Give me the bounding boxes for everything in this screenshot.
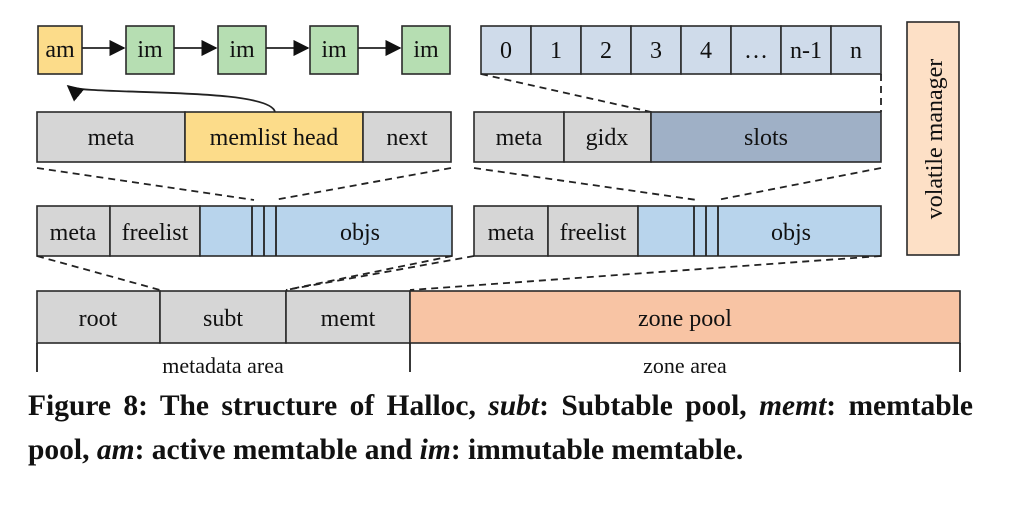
figure-caption: Figure 8: The structure of Halloc, subt:…: [28, 390, 973, 466]
block-freelist-label: freelist: [560, 220, 627, 246]
immutable-memtable-label: im: [321, 37, 347, 63]
block-freelist-label: freelist: [122, 220, 189, 246]
subtable-meta-label: meta: [496, 125, 543, 151]
slot-index: 2: [600, 38, 612, 64]
subtable-gidx-label: gidx: [586, 125, 629, 151]
expand-line: [36, 255, 161, 291]
expand-line: [273, 167, 452, 201]
immutable-memtable-label: im: [137, 37, 163, 63]
immutable-memtable-label: im: [229, 37, 255, 63]
immutable-memtable: [309, 25, 359, 75]
memtable-chain: am im im im im: [37, 25, 451, 75]
slot-array: 0 1 2 3 4 … n-1 n: [480, 25, 882, 75]
slot-index: n: [850, 38, 862, 64]
expand-line: [285, 255, 453, 291]
expand-line: [36, 167, 255, 201]
metadata-area-label: metadata area: [162, 353, 284, 378]
subtable-struct: meta gidx slots: [473, 111, 882, 163]
subtable-block: meta freelist objs: [473, 205, 882, 257]
subtable-slots-label: slots: [744, 125, 788, 151]
expand-line: [716, 167, 882, 201]
slot-index: 3: [650, 38, 662, 64]
zone-pool-label: zone pool: [638, 306, 732, 332]
slot-index: 1: [550, 38, 562, 64]
block-meta-label: meta: [50, 220, 97, 246]
expand-line: [285, 255, 475, 291]
slot-index: …: [744, 38, 768, 64]
root-label: root: [79, 306, 118, 332]
immutable-memtable-label: im: [413, 37, 439, 63]
expand-line: [480, 73, 652, 113]
immutable-memtable: [125, 25, 175, 75]
immutable-memtable: [401, 25, 451, 75]
memlist-head-label: memlist head: [210, 125, 339, 151]
immutable-memtable: [217, 25, 267, 75]
zone-area-label: zone area: [643, 353, 727, 378]
slot-index: 0: [500, 38, 512, 64]
block-objs-label: objs: [771, 220, 811, 246]
block-objs-label: objs: [340, 220, 380, 246]
slot-index: n-1: [790, 38, 822, 64]
expand-line: [473, 167, 698, 201]
memt-label: memt: [321, 306, 376, 332]
active-memtable: [37, 25, 83, 75]
memtable-meta-label: meta: [88, 125, 135, 151]
volatile-manager-label: volatile manager: [922, 59, 948, 220]
memtable-struct: meta memlist head next: [36, 111, 452, 163]
memtable-block: meta freelist objs: [36, 205, 453, 257]
memtable-next-label: next: [386, 125, 428, 151]
block-meta-label: meta: [488, 220, 535, 246]
active-memtable-label: am: [45, 37, 75, 63]
area-bar: root subt memt zone pool: [36, 290, 961, 344]
slot-index: 4: [700, 38, 712, 64]
expand-line: [409, 255, 882, 291]
volatile-manager: [906, 21, 960, 256]
halloc-structure-diagram: am im im im im 0 1 2 3 4 … n-1 n: [36, 21, 961, 378]
subt-label: subt: [203, 306, 243, 332]
memlist-head-pointer-arrow: [66, 84, 276, 113]
